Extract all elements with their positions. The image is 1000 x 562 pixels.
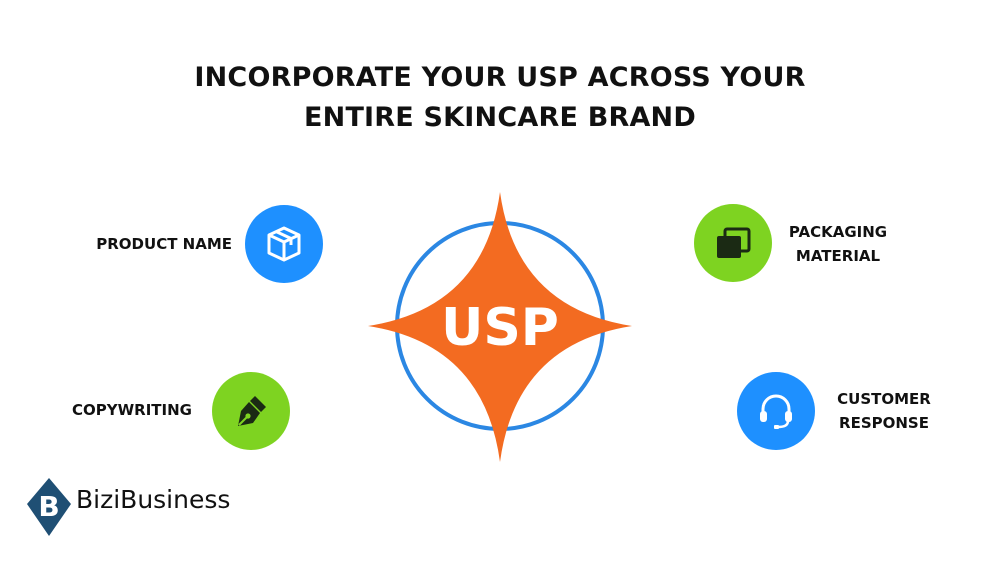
packaging-material-label: PACKAGING MATERIAL <box>776 220 900 268</box>
packaging-label-line-1: PACKAGING <box>788 223 888 241</box>
package-box-icon <box>267 226 301 262</box>
customer-response-label: CUSTOMER RESPONSE <box>822 387 946 435</box>
customer-label-line-2: RESPONSE <box>839 414 929 432</box>
customer-response-badge <box>737 372 815 450</box>
packaging-label-line-2: MATERIAL <box>795 247 881 265</box>
stacked-layers-icon <box>717 227 751 258</box>
copywriting-label: COPYWRITING <box>72 401 192 419</box>
usp-star <box>368 192 632 462</box>
packaging-material-badge <box>694 204 772 282</box>
usp-label: USP <box>441 298 559 358</box>
brand-logo-letter: B <box>38 490 59 523</box>
page-title: INCORPORATE YOUR USP ACROSS YOUR ENTIRE … <box>0 58 1000 138</box>
product-name-label: PRODUCT NAME <box>96 235 232 253</box>
headset-icon <box>760 394 792 429</box>
customer-label-line-1: CUSTOMER <box>837 390 931 408</box>
copywriting-badge <box>212 372 290 450</box>
product-name-badge <box>245 205 323 283</box>
title-line-1: INCORPORATE YOUR USP ACROSS YOUR <box>194 62 806 93</box>
pen-nib-icon <box>238 396 266 426</box>
brand-name: BiziBusiness <box>76 485 231 514</box>
title-line-2: ENTIRE SKINCARE BRAND <box>304 102 696 133</box>
brand-logo-icon: B <box>27 478 71 536</box>
